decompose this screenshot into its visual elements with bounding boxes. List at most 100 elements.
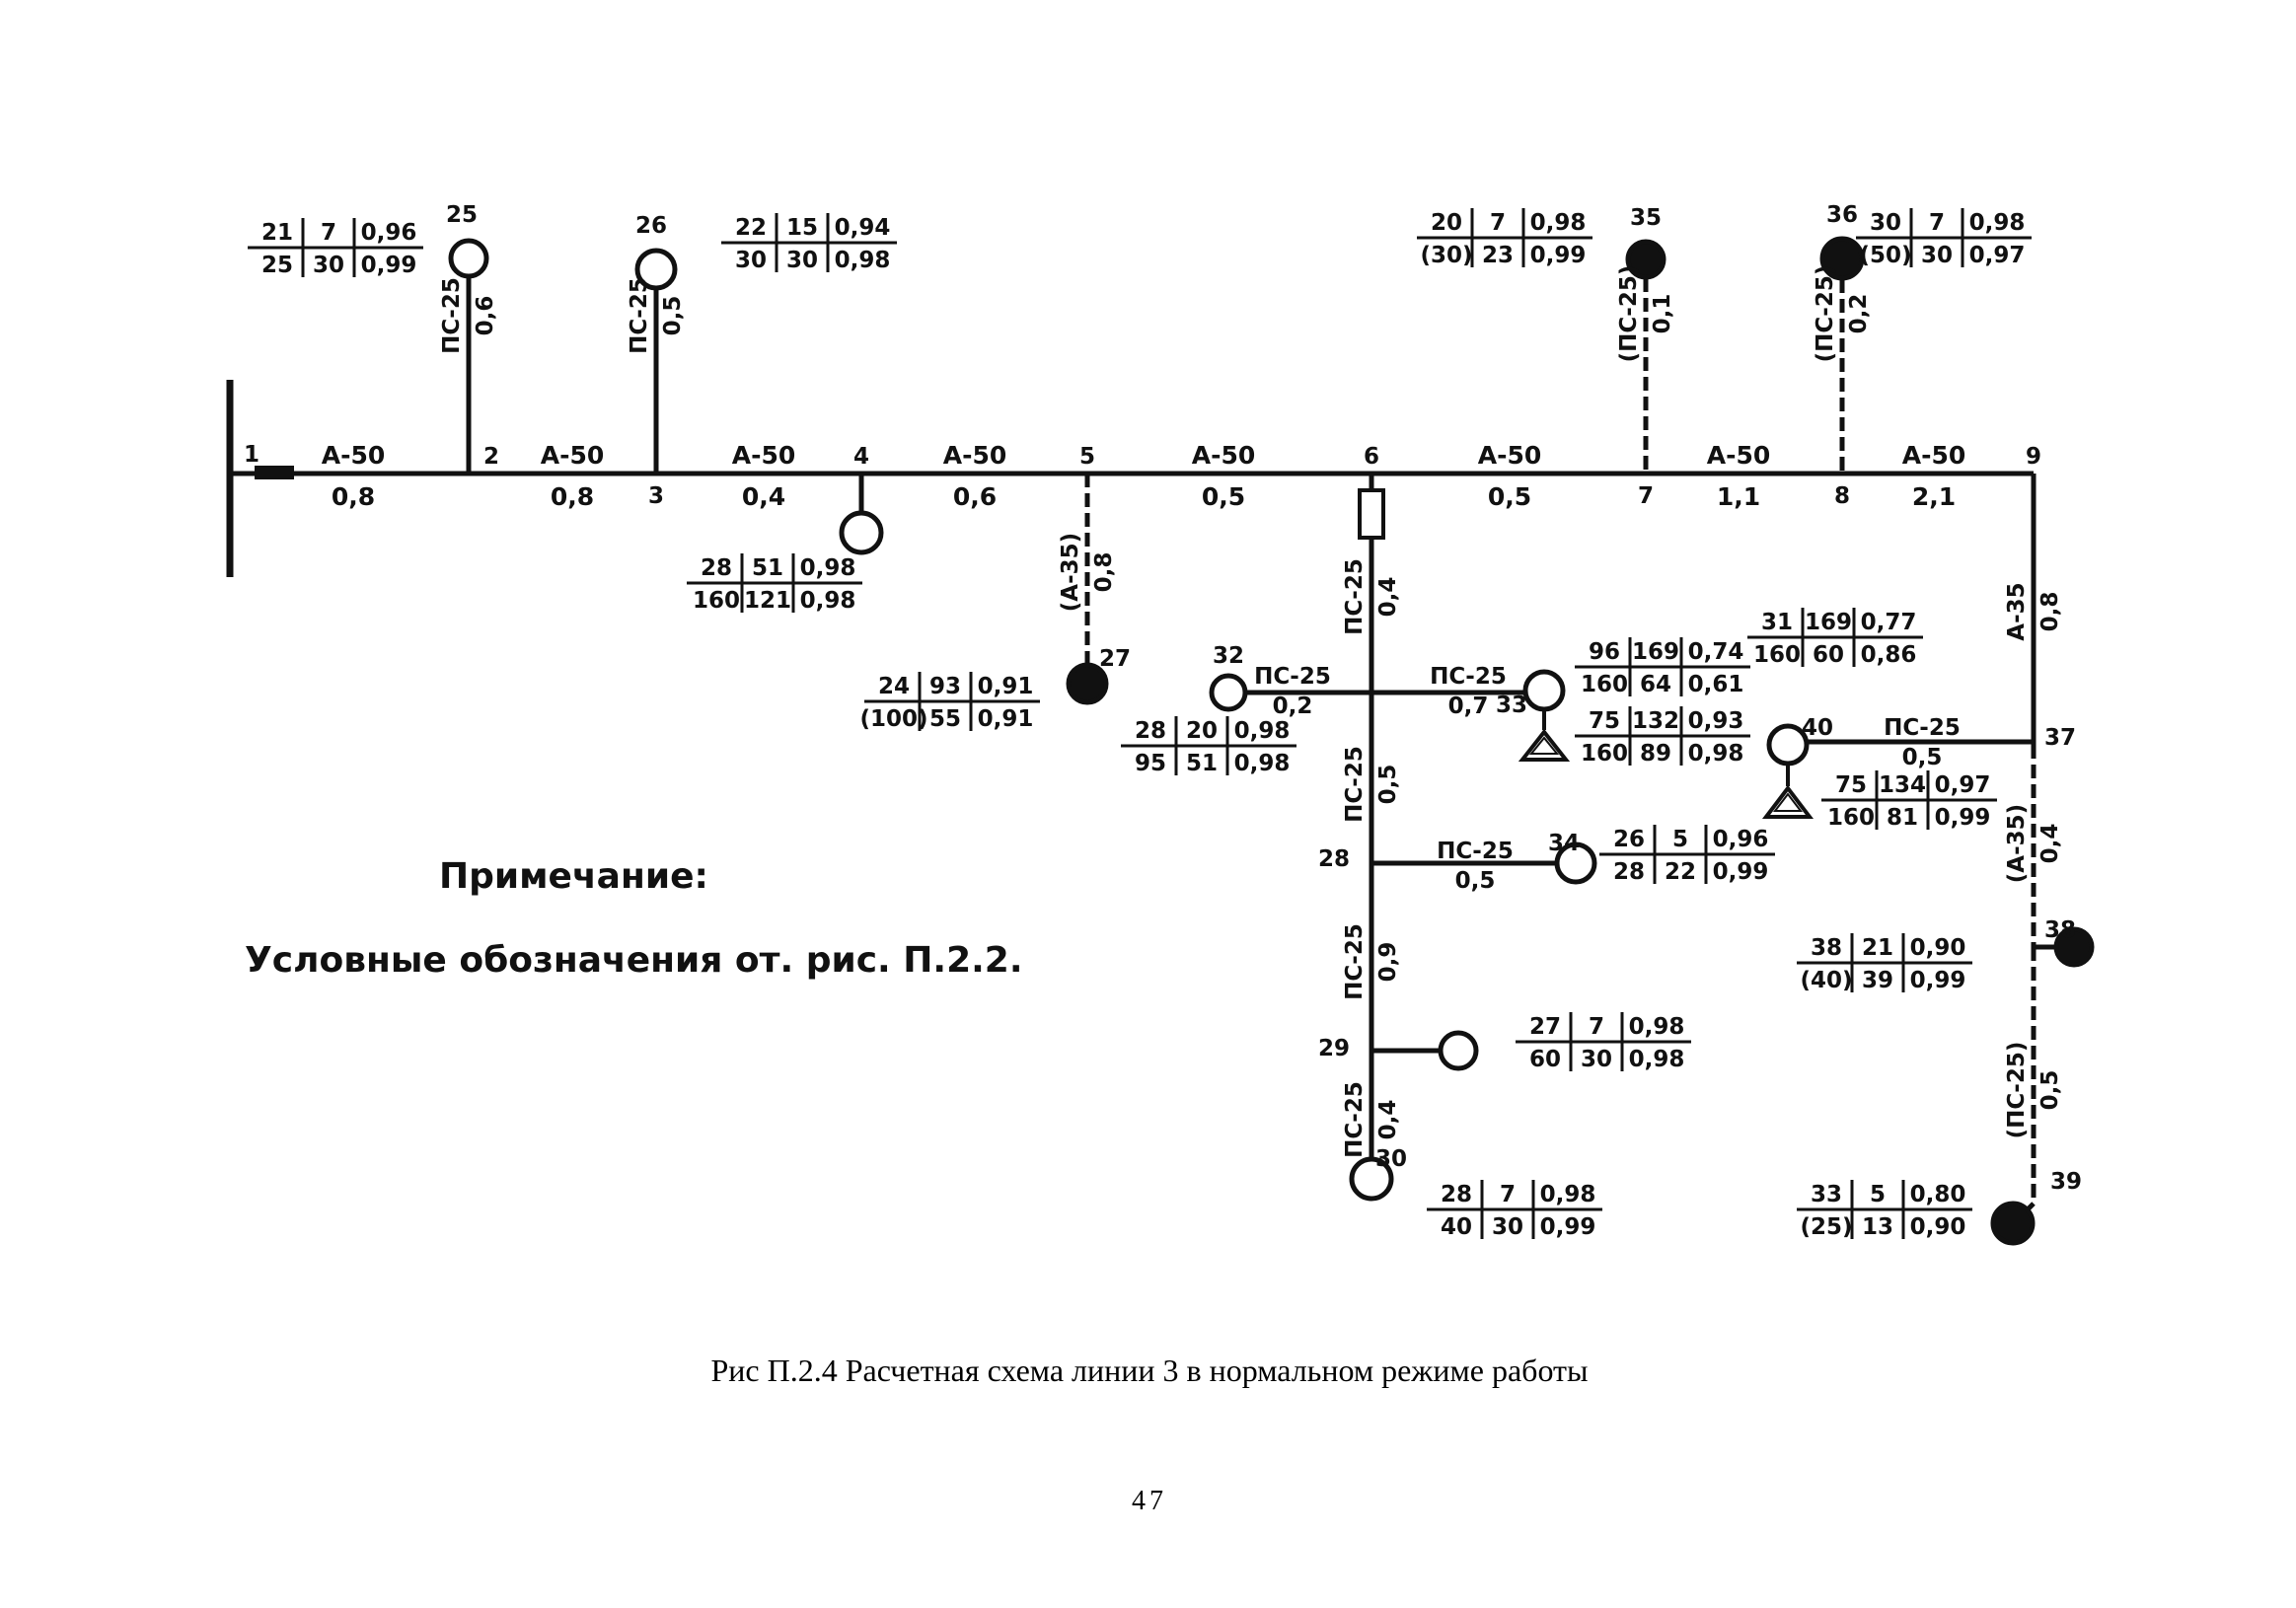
node-label: 6 bbox=[1364, 444, 1379, 470]
load-value: 0,98 bbox=[1530, 210, 1587, 236]
load-value: 132 bbox=[1632, 708, 1679, 734]
tp-37-filled-circle-icon bbox=[2053, 926, 2095, 968]
node6-box bbox=[1358, 488, 1385, 540]
load-value: 0,98 bbox=[1969, 210, 2026, 236]
load-value: 30 bbox=[1581, 1047, 1612, 1072]
branch-wire-label: (ПС-25) bbox=[1616, 265, 1642, 363]
load-value: 40 bbox=[1441, 1214, 1472, 1240]
branch-wire-label: ПС-25 bbox=[1342, 746, 1368, 823]
load-value: 28 bbox=[1135, 718, 1166, 744]
figure-caption: Рис П.2.4 Расчетная схема линии 3 в норм… bbox=[710, 1352, 1588, 1388]
h-branch-node-label: 34 bbox=[1548, 831, 1580, 856]
load-value: 5 bbox=[1870, 1182, 1886, 1207]
h-branch-node-label: 33 bbox=[1496, 693, 1527, 718]
load-value: 75 bbox=[1589, 708, 1620, 734]
branch-length-label: 0,4 bbox=[1375, 1100, 1401, 1140]
tp-38-filled-circle-icon bbox=[1990, 1201, 2036, 1246]
branch-wire-label: ПС-25 bbox=[627, 277, 652, 354]
load-value: 30 bbox=[1921, 243, 1953, 268]
load-value: 30 bbox=[1870, 210, 1901, 236]
load-value: 0,98 bbox=[1688, 741, 1744, 767]
tp-30-open-circle-icon bbox=[1438, 1030, 1479, 1071]
load-value: 30 bbox=[1492, 1214, 1523, 1240]
tp-4-open-circle-icon bbox=[839, 510, 884, 555]
load-value: 95 bbox=[1135, 751, 1166, 776]
load-value: 60 bbox=[1813, 642, 1844, 668]
load-value: 7 bbox=[1490, 210, 1506, 236]
load-value: 21 bbox=[1862, 935, 1893, 961]
load-value: 0,99 bbox=[1935, 805, 1991, 831]
load-value: 7 bbox=[1589, 1014, 1604, 1040]
load-value: 20 bbox=[1431, 210, 1462, 236]
tp-35-filled-circle-icon bbox=[1625, 239, 1666, 280]
segment-wire-label: A-50 bbox=[541, 441, 605, 470]
branch-wire-label: (ПС-25) bbox=[1813, 265, 1838, 363]
load-value: 7 bbox=[1929, 210, 1945, 236]
load-value: 21 bbox=[261, 220, 293, 246]
load-value: 134 bbox=[1879, 772, 1926, 798]
node-label: 9 bbox=[2026, 444, 2041, 470]
load-value: 7 bbox=[1500, 1182, 1516, 1207]
branch-node-label: 29 bbox=[1318, 1036, 1350, 1061]
load-value: 0,99 bbox=[1530, 243, 1587, 268]
branch-length-label: 0,4 bbox=[1375, 577, 1401, 618]
branch-label-b38: (ПС-25)0,5 bbox=[2004, 1042, 2063, 1139]
load-value: 0,74 bbox=[1688, 639, 1744, 665]
segment-length-label: 0,5 bbox=[1488, 482, 1531, 511]
main-segment-labels: A-500,8A-500,8A-500,4A-500,6A-500,5A-500… bbox=[322, 441, 1966, 511]
branch-length-label: 0,6 bbox=[473, 296, 498, 336]
h-branch-label-h32: ПС-250,2 bbox=[1254, 664, 1331, 719]
branch-wire-label: (ПС-25) bbox=[2004, 1042, 2030, 1139]
load-value: 15 bbox=[786, 215, 818, 241]
load-value: 0,90 bbox=[1910, 935, 1966, 961]
branch-node-label: 27 bbox=[1099, 646, 1131, 672]
load-value: 160 bbox=[693, 588, 740, 614]
source-label: 1 bbox=[244, 442, 259, 468]
branch-length-label: 0,8 bbox=[1091, 552, 1117, 593]
load-value: 160 bbox=[1753, 642, 1801, 668]
segment-wire-label: A-50 bbox=[1478, 441, 1542, 470]
load-value: 22 bbox=[735, 215, 767, 241]
load-value: 0,91 bbox=[978, 674, 1034, 699]
branch-wire-label: ПС-25 bbox=[1342, 923, 1368, 1000]
segment-length-label: 0,4 bbox=[742, 482, 785, 511]
load-value: 0,98 bbox=[1234, 751, 1291, 776]
load-value: 0,97 bbox=[1935, 772, 1991, 798]
load-value: 0,99 bbox=[361, 253, 417, 278]
branch-label-b37: (А-35)0,4 bbox=[2004, 804, 2063, 883]
load-value: 169 bbox=[1805, 610, 1852, 635]
branch-node-label: 28 bbox=[1318, 846, 1350, 872]
load-value: 0,94 bbox=[835, 215, 891, 241]
load-value: (25) bbox=[1800, 1214, 1852, 1240]
branch-node-label: 35 bbox=[1630, 205, 1662, 231]
load-value: 51 bbox=[1186, 751, 1218, 776]
load-value: 0,98 bbox=[1629, 1014, 1685, 1040]
branch-length-label: 0,5 bbox=[660, 296, 686, 336]
load-value: 25 bbox=[261, 253, 293, 278]
load-value: 0,61 bbox=[1688, 672, 1744, 697]
load-value: 0,80 bbox=[1910, 1182, 1966, 1207]
load-value: 7 bbox=[321, 220, 336, 246]
h-branch-label-h33: ПС-250,7 bbox=[1430, 664, 1507, 719]
tp-36-filled-circle-icon bbox=[1819, 236, 1865, 281]
load-value: 0,86 bbox=[1861, 642, 1917, 668]
page-number: 47 bbox=[1132, 1486, 1167, 1516]
branch-wire-label: ПС-25 bbox=[439, 277, 465, 354]
load-value: 39 bbox=[1862, 968, 1893, 993]
load-value: 121 bbox=[744, 588, 791, 614]
load-value: 26 bbox=[1613, 827, 1645, 852]
h-branch-wire-label: ПС-25 bbox=[1430, 664, 1507, 690]
load-value: 13 bbox=[1862, 1214, 1893, 1240]
